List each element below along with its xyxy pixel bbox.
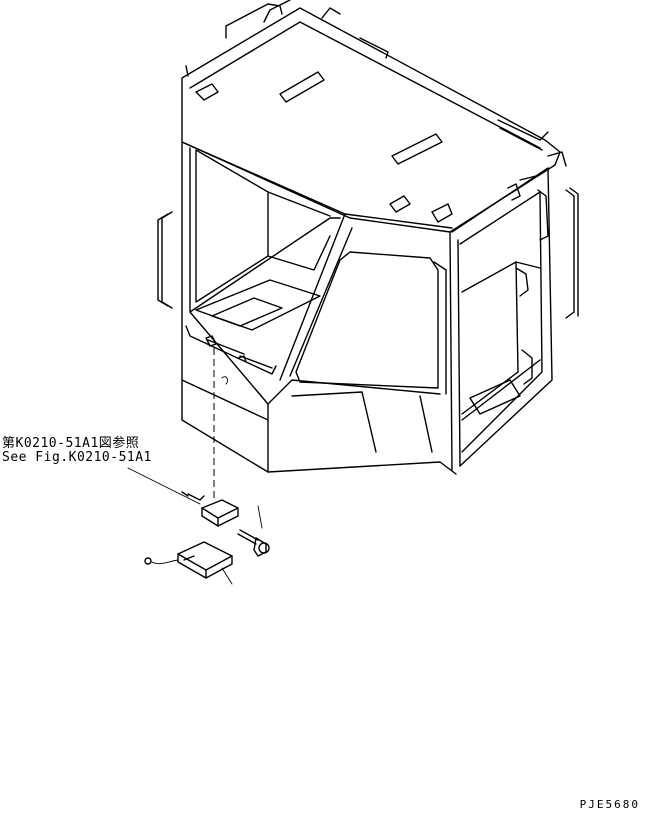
reference-label-en: See Fig.K0210-51A1	[2, 450, 152, 465]
cab-body	[157, 141, 579, 475]
bolt	[237, 529, 270, 557]
relay-bracket	[181, 491, 239, 527]
reference-label-jp: 第K0210-51A1図参照	[2, 436, 140, 451]
leader-lines	[127, 348, 263, 585]
controller-unit	[144, 541, 233, 579]
figure-code: PJE5680	[579, 798, 640, 811]
